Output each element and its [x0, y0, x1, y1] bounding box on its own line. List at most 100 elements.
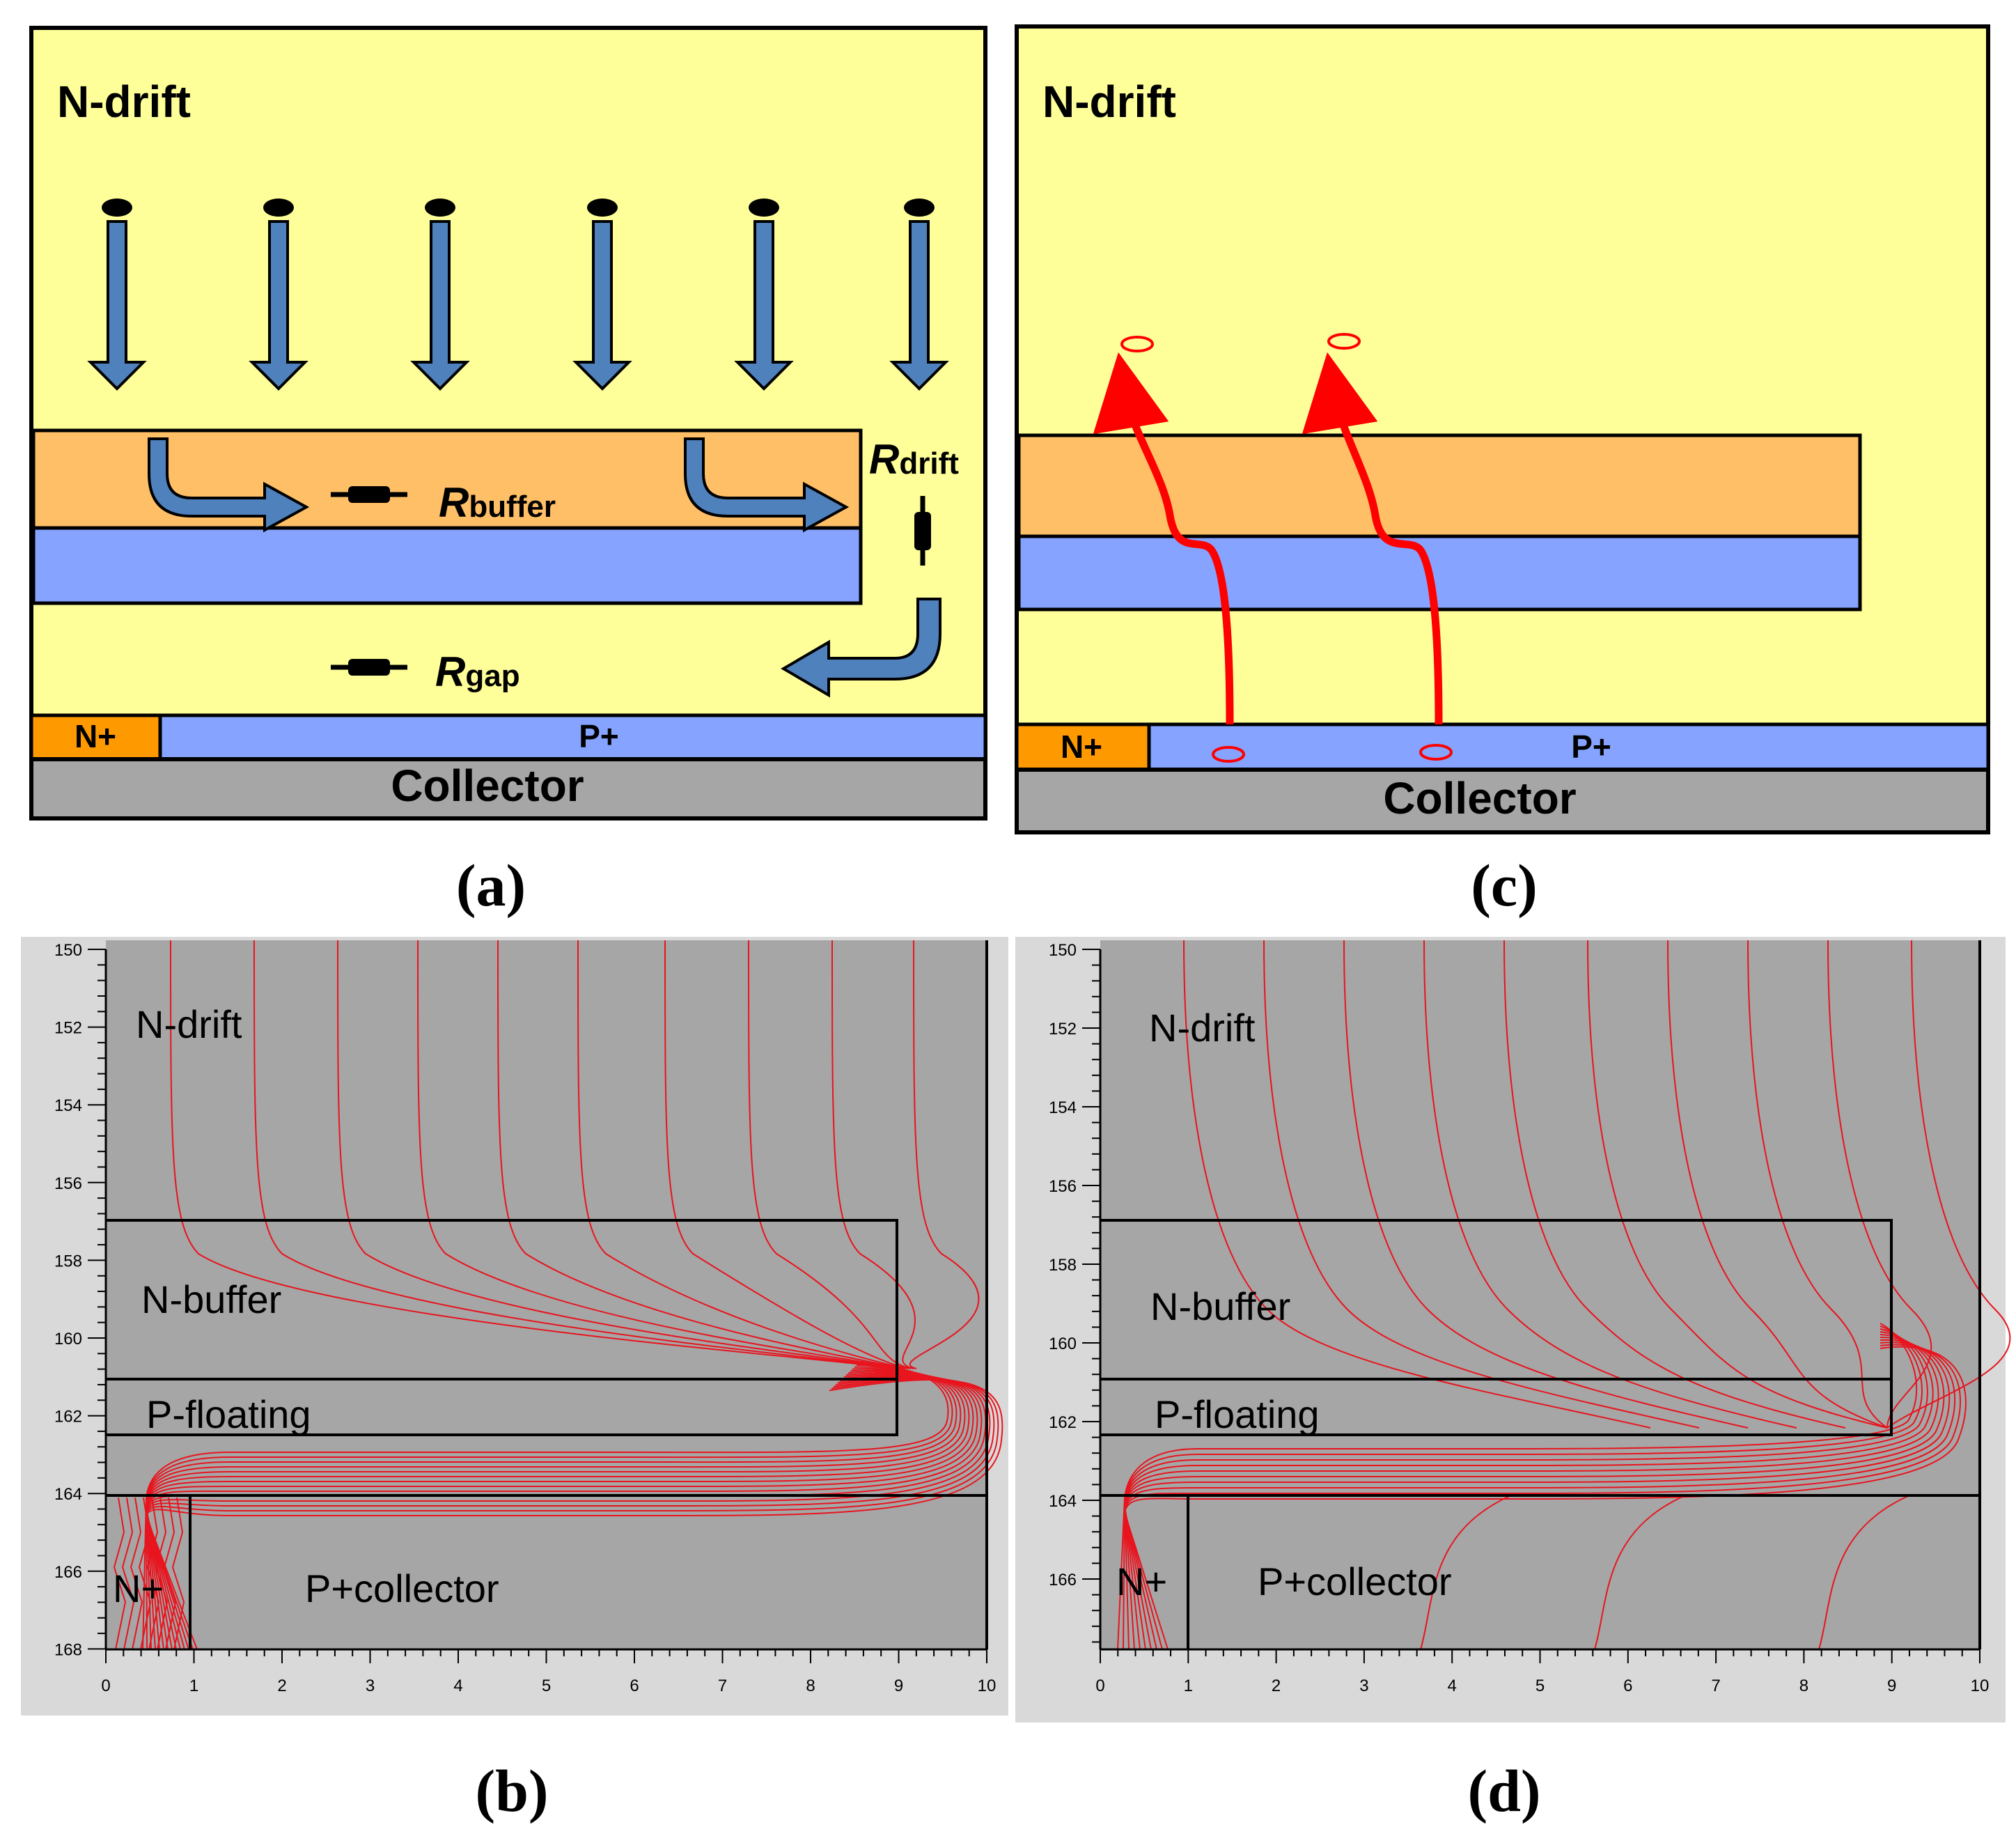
collector-region	[1015, 768, 1990, 834]
potential-contour-line	[1123, 1331, 1934, 1650]
nplus-region	[1015, 722, 1151, 772]
down-arrow-icon	[87, 220, 147, 391]
potential-contour-line	[1827, 940, 1932, 1429]
potential-contour-line	[145, 1370, 966, 1650]
y-tick-label: 164	[54, 1485, 82, 1504]
y-tick-label: 158	[1049, 1256, 1077, 1275]
x-tick-label: 6	[630, 1677, 639, 1695]
y-tick-label: 166	[1049, 1571, 1077, 1589]
down-arrow-icon	[889, 220, 949, 391]
hole-icon	[1120, 336, 1154, 352]
label-n-buffer: N-buffer	[141, 1277, 281, 1321]
label-p-floating: P-floating	[146, 1392, 311, 1436]
electron-icon	[587, 199, 618, 217]
label-n-drift: N-drift	[1149, 1006, 1256, 1050]
potential-contour-line	[171, 1497, 185, 1650]
resistor-drift-icon	[914, 496, 931, 566]
potential-contour-line	[145, 1378, 999, 1650]
potential-contour-line	[337, 940, 898, 1369]
x-tick-label: 0	[101, 1677, 110, 1695]
x-tick-label: 10	[1971, 1677, 1990, 1695]
potential-contour-line	[146, 1497, 160, 1650]
electron-arrows	[87, 199, 949, 391]
label-pplus: P+	[579, 718, 619, 754]
resistor-gap-icon	[331, 659, 407, 676]
x-tick-label: 7	[718, 1677, 727, 1695]
potential-contour-line	[145, 1367, 958, 1650]
y-tick-label: 162	[1049, 1413, 1077, 1432]
potential-contour-line	[1123, 1339, 1951, 1650]
buffer-current-arrow-2	[684, 437, 850, 533]
potential-contour-line	[155, 1497, 169, 1650]
region-outlines	[1100, 940, 1981, 1649]
caption-a: (a)	[456, 852, 526, 919]
hole-icon	[1212, 746, 1245, 763]
potential-contour-line	[1123, 1328, 1928, 1650]
x-tick-label: 9	[894, 1677, 903, 1695]
x-tick-label: 5	[542, 1677, 551, 1695]
potential-contour-line	[1123, 1334, 1939, 1650]
potential-contour-line	[1423, 940, 1797, 1429]
potential-contour-line	[145, 1374, 978, 1650]
potential-contour-line	[1183, 940, 1651, 1429]
region-outlines	[106, 940, 988, 1649]
buffer-current-arrow-1	[148, 437, 310, 533]
label-r-gap: Rgap	[435, 648, 520, 695]
x-tick-label: 6	[1623, 1677, 1632, 1695]
potential-contour-line	[1123, 1342, 1956, 1650]
resistor-buffer-icon	[331, 486, 407, 503]
hole-icon	[1327, 333, 1361, 350]
potential-contour-line	[145, 1375, 983, 1650]
potential-contour-line	[1594, 1495, 1686, 1650]
potential-contour-line	[831, 940, 916, 1369]
potential-contour-line	[1587, 940, 1888, 1429]
potential-contour-line	[417, 940, 900, 1369]
hole-injection-path-1	[1093, 352, 1234, 725]
label-p-collector: P+collector	[305, 1566, 499, 1610]
y-tick-label: 158	[54, 1252, 82, 1270]
electron-icon	[102, 199, 132, 217]
label-n-buffer: N-buffer	[1150, 1284, 1290, 1328]
hole-injection-path-2	[1302, 352, 1443, 725]
potential-contour-line	[664, 940, 909, 1369]
potential-contour-line	[130, 1497, 143, 1650]
x-tick-label: 7	[1711, 1677, 1720, 1695]
potential-contour-line	[577, 940, 906, 1369]
x-tick-label: 4	[1448, 1677, 1457, 1695]
x-tick-label: 9	[1887, 1677, 1896, 1695]
potential-contour-line	[1123, 1344, 1962, 1650]
potential-contour-line	[909, 940, 980, 1369]
gap-current-arrow	[781, 598, 941, 698]
label-n-drift: N-drift	[136, 1002, 242, 1046]
potential-contour-line	[1123, 1325, 1923, 1650]
label-nplus: N+	[1061, 729, 1102, 765]
electron-icon	[425, 199, 455, 217]
y-tick-label: 156	[54, 1174, 82, 1193]
caption-d: (d)	[1467, 1757, 1540, 1824]
x-tick-label: 8	[1799, 1677, 1808, 1695]
y-tick-label: 156	[1049, 1177, 1077, 1196]
y-tick-label: 164	[1049, 1492, 1077, 1511]
down-arrow-icon	[410, 220, 470, 391]
potential-contour-line	[142, 1364, 949, 1650]
label-collector: Collector	[1383, 773, 1576, 823]
sim-plot-area	[106, 940, 987, 1649]
potential-contour-line	[113, 1497, 127, 1650]
potential-contour-line	[1123, 1337, 1945, 1650]
potential-contour-line	[1818, 1495, 1910, 1650]
caption-c: (c)	[1471, 852, 1537, 919]
panel-a: N-drift Rbuffer Rdrift Rgap N+ P+ Collec…	[29, 26, 987, 919]
y-tick-label: 154	[54, 1096, 82, 1115]
potential-contour-line	[163, 1497, 177, 1650]
y-tick-label: 152	[54, 1019, 82, 1038]
x-tick-label: 5	[1536, 1677, 1545, 1695]
pplus-region	[1147, 722, 1990, 772]
potential-contour-line	[145, 1379, 1003, 1650]
potential-contour-line	[1117, 1323, 1918, 1650]
y-tick-label: 166	[54, 1563, 82, 1582]
floating-layer	[1017, 534, 1862, 612]
potential-contour-line	[170, 940, 892, 1369]
